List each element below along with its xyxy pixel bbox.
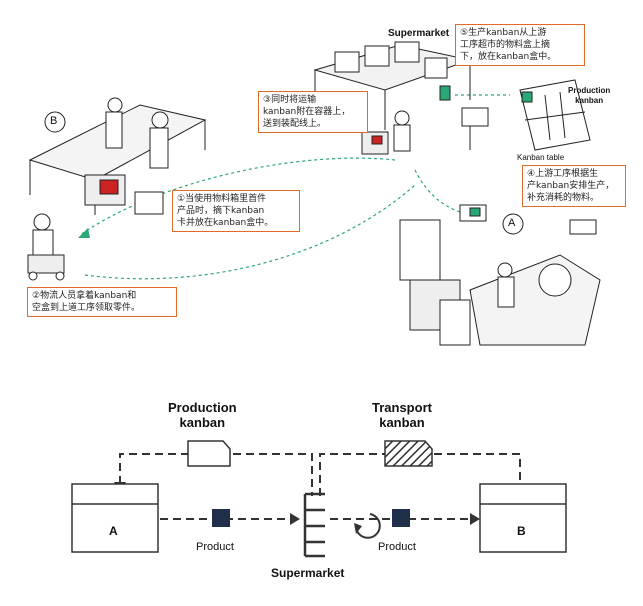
kanban-table-label: Kanban table <box>517 153 565 162</box>
assembly-line <box>28 97 207 215</box>
production-kanban-card <box>187 440 231 467</box>
product-label-right: Product <box>378 541 416 553</box>
marker-a: A <box>508 217 516 229</box>
production-kanban-label: Production kanban <box>568 86 611 105</box>
logistics-worker <box>27 213 65 281</box>
arrow-into-supermarket <box>290 513 300 525</box>
note-step-1: ①当使用物料箱里首件 产品时，摘下kanban 卡并放在kanban盒中。 <box>172 190 300 232</box>
marker-b-circle <box>44 111 66 133</box>
transport-kanban-card <box>384 440 433 467</box>
production-kanban-title: Production kanban <box>168 400 237 430</box>
product-square-left <box>212 509 230 527</box>
transport-kanban-loop <box>319 453 521 496</box>
withdrawal-icon <box>355 513 381 539</box>
arrow-into-b <box>470 513 480 525</box>
kanban-table <box>461 79 591 151</box>
marker-b: B <box>50 115 58 127</box>
factory-illustration <box>27 41 601 346</box>
note-step-2: ②物流人员拿着kanban和 空盒到上道工序领取零件。 <box>27 287 177 317</box>
process-b-label: B <box>517 524 526 538</box>
product-square-right <box>392 509 410 527</box>
marker-a-circle <box>502 213 524 235</box>
process-b-box <box>479 483 567 553</box>
supermarket-shelf <box>313 41 472 130</box>
process-a-label: A <box>109 524 118 538</box>
kanban-flow-diagram <box>71 440 567 558</box>
production-machines <box>399 204 601 346</box>
supermarket-symbol <box>303 492 325 558</box>
note-step-3: ③同时将运输 kanban附在容器上， 送到装配线上。 <box>258 91 368 133</box>
arrow-head-left <box>78 228 90 238</box>
process-a-box <box>71 483 159 553</box>
supermarket-label: Supermarket <box>388 28 450 39</box>
transport-worker <box>361 110 411 155</box>
transport-kanban-title: Transport kanban <box>372 400 432 430</box>
supermarket-title: Supermarket <box>271 566 345 580</box>
product-label-left: Product <box>196 541 234 553</box>
note-step-4: ④上游工序根据生 产kanban安排生产， 补充消耗的物料。 <box>522 165 626 207</box>
note-step-5: ⑤生产kanban从上游 工序超市的物料盒上摘 下，放在kanban盒中。 <box>455 24 585 66</box>
production-kanban-loop <box>119 453 313 496</box>
